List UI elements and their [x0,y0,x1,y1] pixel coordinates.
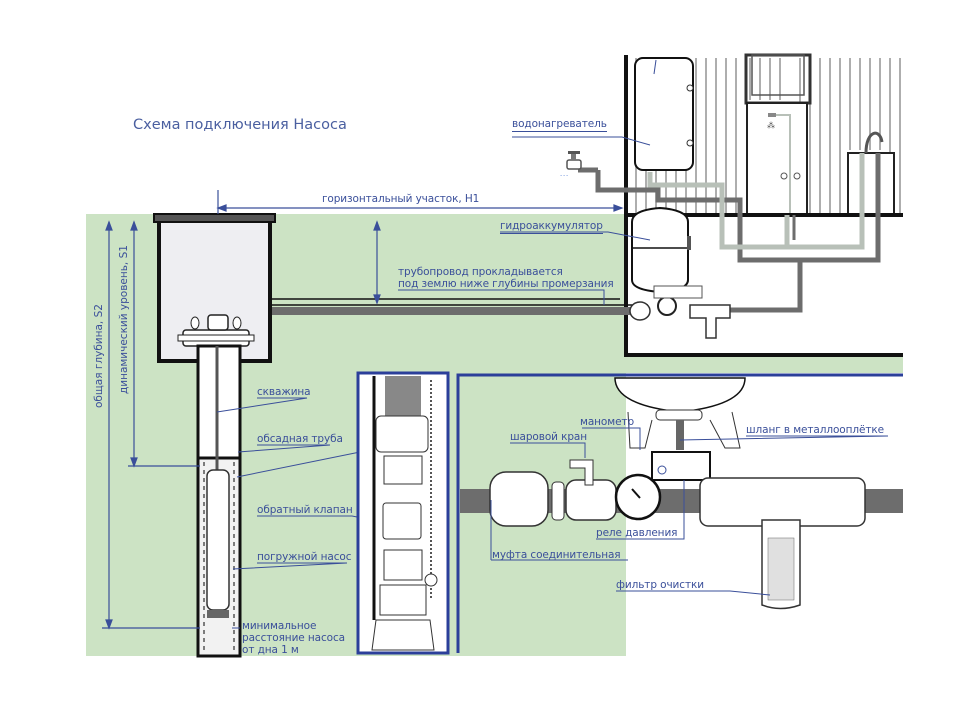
detail-coupling [489,471,549,527]
total-depth-label: общая глубина, S2 [93,304,105,408]
ground-area-right [626,355,903,373]
detail-leader-lines [490,427,889,596]
min-distance-label: минимальное расстояние насоса от дна 1 м [242,620,345,656]
svg-text:⁂: ⁂ [767,121,775,130]
leader-lines [216,136,651,629]
well-detail-frame [356,371,450,655]
sink-faucet [864,131,884,154]
well-label: скважина [257,386,311,398]
svg-text:˙˙˙: ˙˙˙ [560,174,569,184]
detail-tank [614,377,746,413]
check-valve-label: обратный клапан [257,504,353,516]
pressure-switch-label: реле давления [596,527,678,539]
well [196,344,242,658]
manometer-label: манометр [580,416,635,428]
pipeline-label-line2: под землю ниже глубины промерзания [398,278,614,290]
dynamic-level-label: динамический уровень, S1 [118,245,130,394]
water-tap: ˙˙˙ [560,151,582,184]
filter-label: фильтр очистки [616,579,704,591]
detail-ball-valve [565,479,617,521]
sink-cabinet [847,152,895,216]
submersible-pump [206,469,230,611]
water-heater-label: водонагреватель [512,118,607,132]
water-heater [634,57,694,171]
ball-valve-label: шаровой кран [510,431,588,443]
hose-label: шланг в металлооплётке [746,424,884,436]
fittings-detail-frame [456,373,903,653]
accumulator-label: гидроаккумулятор [500,220,603,234]
casing-label: обсадная труба [257,433,343,445]
coupling-label: муфта соединительная [492,549,621,561]
submersible-pump-label: погружной насос [257,551,352,563]
pipeline-label-line1: трубопровод прокладывается [398,266,563,278]
dimension-lines [102,190,624,630]
horizontal-section-label: горизонтальный участок, H1 [322,193,480,205]
detail-filter [699,477,866,527]
hydro-accumulator [631,206,691,294]
caisson [153,213,276,363]
shower-cabin [746,102,808,216]
diagram-title: Схема подключения Насоса [133,117,347,133]
house-pipes [578,153,881,313]
